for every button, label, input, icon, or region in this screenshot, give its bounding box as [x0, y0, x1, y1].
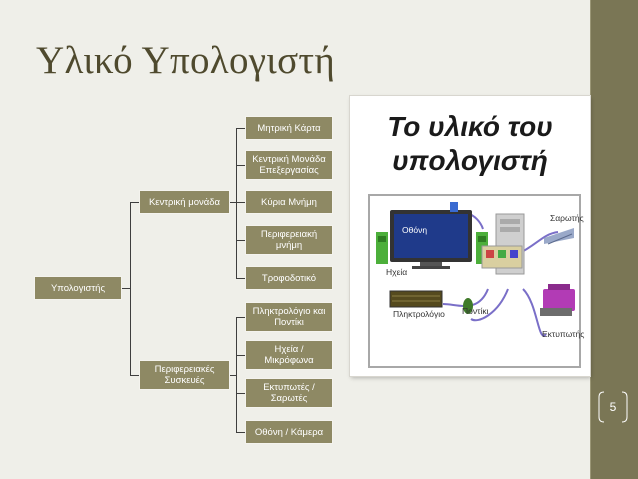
node-central-unit: Κεντρική μονάδα	[139, 190, 230, 214]
node-root: Υπολογιστής	[34, 276, 122, 300]
scanner-icon	[544, 228, 574, 245]
node-peripherals: Περιφερειακές Συσκευές	[139, 360, 230, 390]
decorative-side-band	[590, 0, 638, 479]
page-number-bracket-icon	[598, 391, 628, 423]
picture-label-speakers: Ηχεία	[386, 267, 408, 277]
mouse-icon	[463, 298, 473, 314]
printer-icon	[540, 284, 575, 316]
picture-title-line2: υπολογιστή	[392, 145, 548, 176]
picture-label-mouse: Ποντίκι	[462, 306, 489, 316]
picture-title-line1: Το υλικό του	[387, 111, 553, 142]
picture-label-printer: Εκτυπωτής	[542, 329, 585, 339]
node-main-memory: Κύρια Μνήμη	[245, 190, 333, 214]
node-speakers-mic: Ηχεία / Μικρόφωνα	[245, 340, 333, 370]
node-peripheral-memory: Περιφερειακή μνήμη	[245, 225, 333, 255]
picture-label-monitor: Οθόνη	[402, 225, 428, 235]
node-power-supply: Τροφοδοτικό	[245, 266, 333, 290]
monitor-icon	[390, 210, 472, 269]
hardware-illustration	[376, 202, 575, 337]
computer-case-icon	[481, 213, 525, 275]
picture-label-keyboard: Πληκτρολόγιο	[393, 309, 445, 319]
node-cpu: Κεντρική Μονάδα Επεξεργασίας	[245, 150, 333, 180]
node-keyboard-mouse: Πληκτρολόγιο και Ποντίκι	[245, 302, 333, 332]
page-number: 5	[609, 400, 617, 414]
node-motherboard: Μητρική Κάρτα	[245, 116, 333, 140]
node-monitor-camera: Οθόνη / Κάμερα	[245, 420, 333, 444]
node-printers-scanners: Εκτυπωτές / Σαρωτές	[245, 378, 333, 408]
band-edge-line	[590, 0, 591, 479]
picture-label-scanner: Σαρωτής	[550, 213, 584, 223]
computer-hardware-picture: Το υλικό του υπολογιστή	[350, 96, 590, 376]
picture-border	[368, 194, 581, 368]
keyboard-icon	[389, 290, 443, 308]
slide-title: Υλικό Υπολογιστή	[36, 39, 336, 82]
